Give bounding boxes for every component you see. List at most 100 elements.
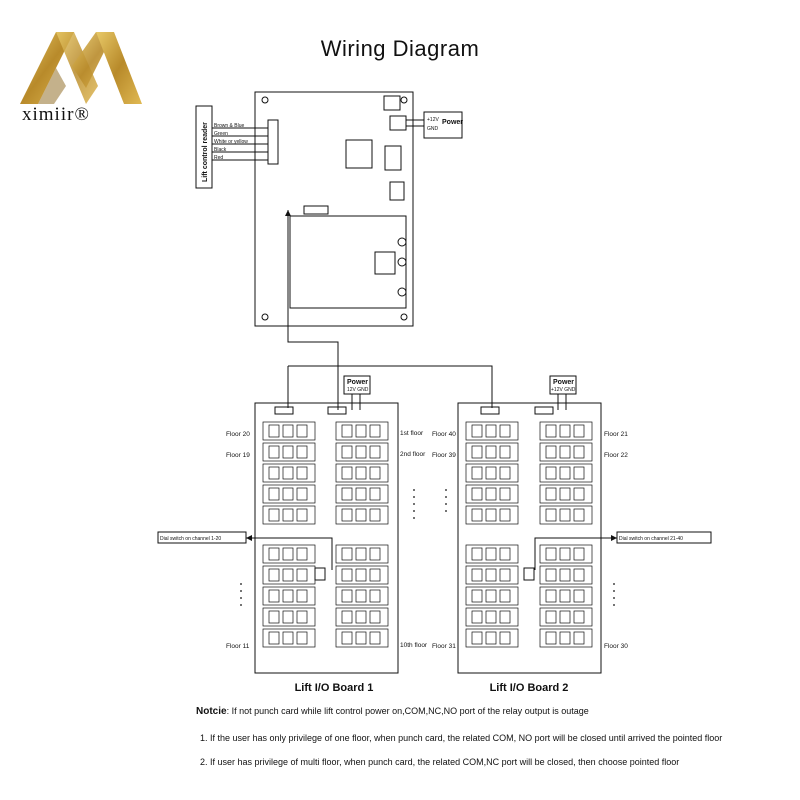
relay-component: [369, 610, 381, 624]
relay-component: [341, 631, 353, 645]
relay-component: [268, 568, 280, 582]
continuation-dots: [240, 489, 615, 606]
relay-module: [465, 505, 519, 525]
relay-component: [499, 631, 511, 645]
relay-module: [335, 586, 389, 606]
relay-module: [539, 484, 593, 504]
relay-component: [499, 466, 511, 480]
relay-component: [296, 589, 308, 603]
relay-component: [282, 508, 294, 522]
wire-label: Black: [214, 147, 227, 153]
floor-label: Floor 22: [604, 452, 628, 459]
relay-component: [573, 508, 585, 522]
relay-component: [268, 445, 280, 459]
relay-component: [485, 589, 497, 603]
relay-component: [573, 568, 585, 582]
diagram-title: Wiring Diagram: [320, 36, 480, 61]
relay-component: [282, 487, 294, 501]
relay-component: [282, 631, 294, 645]
board1-title: Lift I/O Board 1: [294, 682, 374, 694]
relay-component: [471, 631, 483, 645]
relay-module: [539, 544, 593, 564]
floor-label: Floor 40: [432, 431, 456, 438]
relay-component: [355, 610, 367, 624]
wire-label: Brown & Blue: [214, 123, 245, 129]
relay-grid: [262, 421, 593, 648]
relay-component: [485, 568, 497, 582]
relay-component: [573, 424, 585, 438]
relay-component: [573, 610, 585, 624]
relay-component: [341, 589, 353, 603]
relay-component: [355, 466, 367, 480]
wire-label: White or yellow: [214, 139, 248, 145]
relay-component: [545, 610, 557, 624]
relay-component: [559, 508, 571, 522]
relay-component: [499, 508, 511, 522]
relay-module: [262, 607, 316, 627]
relay-module: [262, 442, 316, 462]
relay-module: [335, 544, 389, 564]
notice-text: : If not punch card while lift control p…: [226, 706, 589, 716]
floor-label: Floor 20: [226, 431, 250, 438]
controller-power-pin: GND: [427, 126, 439, 132]
relay-component: [499, 424, 511, 438]
relay-component: [471, 466, 483, 480]
relay-component: [341, 445, 353, 459]
relay-module: [335, 565, 389, 585]
relay-component: [499, 610, 511, 624]
controller-power-pin: +12V: [427, 117, 439, 123]
board2-power-pins: +12V GND: [551, 387, 576, 393]
relay-component: [573, 445, 585, 459]
relay-component: [268, 508, 280, 522]
relay-component: [268, 631, 280, 645]
relay-component: [282, 466, 294, 480]
board2-title: Lift I/O Board 2: [489, 682, 569, 694]
relay-module: [335, 484, 389, 504]
relay-component: [559, 445, 571, 459]
relay-module: [262, 421, 316, 441]
relay-component: [573, 466, 585, 480]
wire-label: Red: [214, 155, 223, 161]
relay-component: [559, 610, 571, 624]
relay-component: [499, 547, 511, 561]
relay-component: [355, 508, 367, 522]
relay-component: [296, 508, 308, 522]
relay-component: [369, 445, 381, 459]
relay-component: [471, 445, 483, 459]
floor-label: Floor 11: [226, 643, 250, 650]
relay-component: [573, 631, 585, 645]
relay-component: [499, 487, 511, 501]
floor-label: Floor 30: [604, 643, 628, 650]
relay-module: [262, 463, 316, 483]
relay-component: [268, 589, 280, 603]
relay-component: [485, 445, 497, 459]
relay-module: [262, 505, 316, 525]
relay-component: [296, 610, 308, 624]
floor-label: Floor 19: [226, 452, 250, 459]
dial-switch-label-2: Dial switch on channel 21-40: [619, 536, 683, 542]
relay-module: [465, 442, 519, 462]
relay-module: [262, 544, 316, 564]
relay-module: [465, 586, 519, 606]
relay-component: [485, 466, 497, 480]
relay-component: [355, 547, 367, 561]
relay-module: [539, 607, 593, 627]
board1-power-label: Power: [347, 379, 368, 386]
notes-section: Notcie: If not punch card while lift con…: [196, 706, 796, 781]
relay-module: [465, 463, 519, 483]
relay-module: [262, 586, 316, 606]
relay-component: [545, 487, 557, 501]
relay-module: [465, 565, 519, 585]
relay-component: [545, 445, 557, 459]
relay-component: [296, 487, 308, 501]
relay-module: [465, 607, 519, 627]
relay-module: [539, 565, 593, 585]
relay-component: [282, 445, 294, 459]
relay-component: [296, 631, 308, 645]
relay-component: [573, 547, 585, 561]
relay-module: [539, 421, 593, 441]
relay-component: [282, 610, 294, 624]
floor-label: Floor 31: [432, 643, 456, 650]
relay-component: [559, 631, 571, 645]
